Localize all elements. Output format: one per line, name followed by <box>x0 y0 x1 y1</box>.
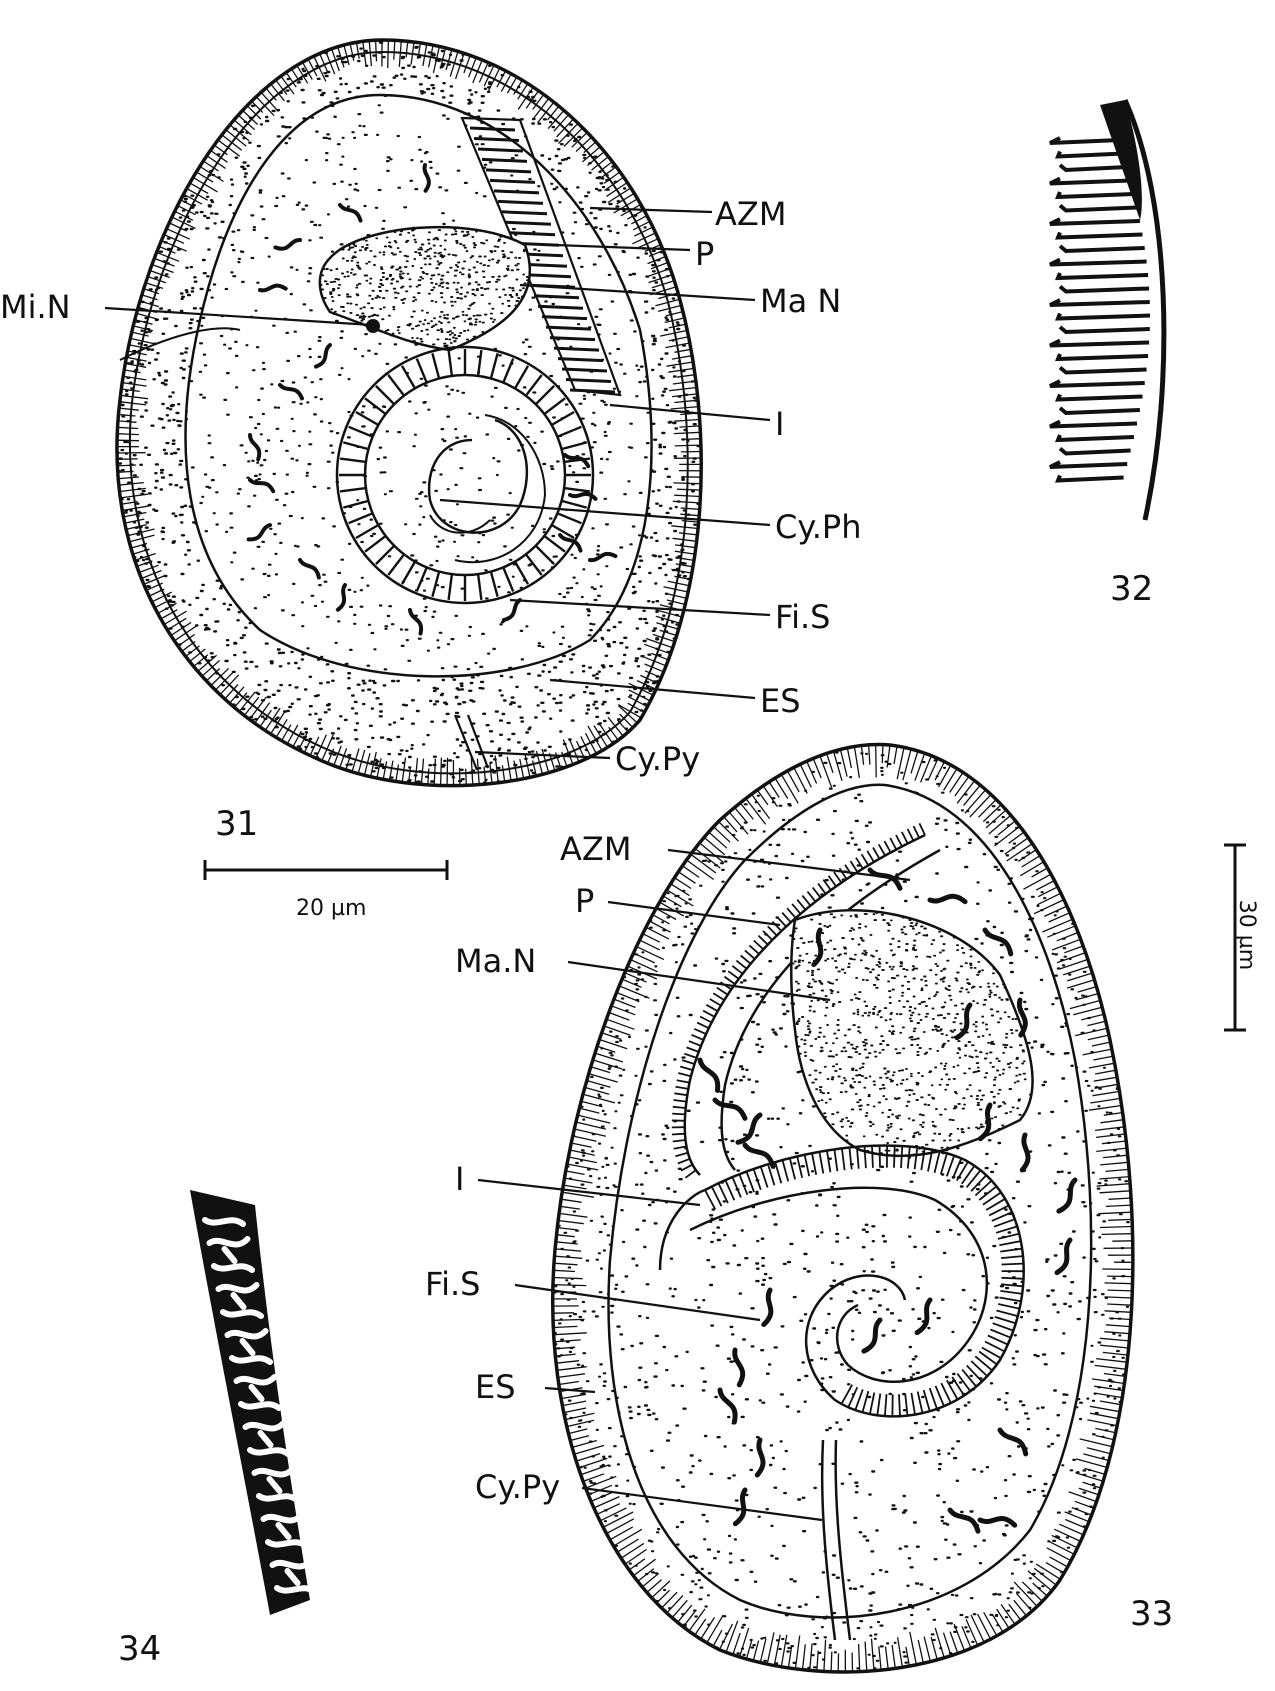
figure-32-membranelle-detail: 32 <box>1050 100 1164 609</box>
scale-label-31: 20 µm <box>296 896 366 921</box>
label-man-31: Ma N <box>760 282 841 320</box>
label-min-31: Mi.N <box>0 288 71 326</box>
label-es-33: ES <box>475 1368 516 1406</box>
figure-number-34: 34 <box>118 1629 161 1669</box>
label-i-33: I <box>455 1160 464 1198</box>
label-cypy-31: Cy.Py <box>615 740 700 778</box>
label-cyph-31: Cy.Ph <box>775 508 861 546</box>
label-p-33: P <box>575 882 594 920</box>
label-fis-31: Fi.S <box>775 598 830 636</box>
scale-bar-33: 30 µm <box>1224 845 1259 1030</box>
figure-34-membranelle-detail: 34 <box>118 1190 315 1669</box>
label-i-31: I <box>775 405 784 443</box>
figure-number-33: 33 <box>1130 1594 1173 1634</box>
scale-bar-31: 20 µm <box>205 860 447 921</box>
figure-33-cell: AZM P Ma.N I Fi.S ES Cy.Py 33 30 µm <box>425 740 1259 1689</box>
figure-31-cell: AZM P Ma N Mi.N I Cy.Ph Fi.S ES Cy.Py 31… <box>0 40 861 921</box>
figure-number-32: 32 <box>1110 569 1153 609</box>
label-cypy-33: Cy.Py <box>475 1468 560 1506</box>
figure-number-31: 31 <box>215 804 258 844</box>
label-azm-33: AZM <box>560 830 631 868</box>
micronucleus-31 <box>366 319 380 333</box>
label-azm-31: AZM <box>715 195 786 233</box>
label-es-31: ES <box>760 682 801 720</box>
label-man-33: Ma.N <box>455 942 536 980</box>
label-fis-33: Fi.S <box>425 1265 480 1303</box>
scale-label-33: 30 µm <box>1234 900 1259 970</box>
label-p-31: P <box>695 235 714 273</box>
